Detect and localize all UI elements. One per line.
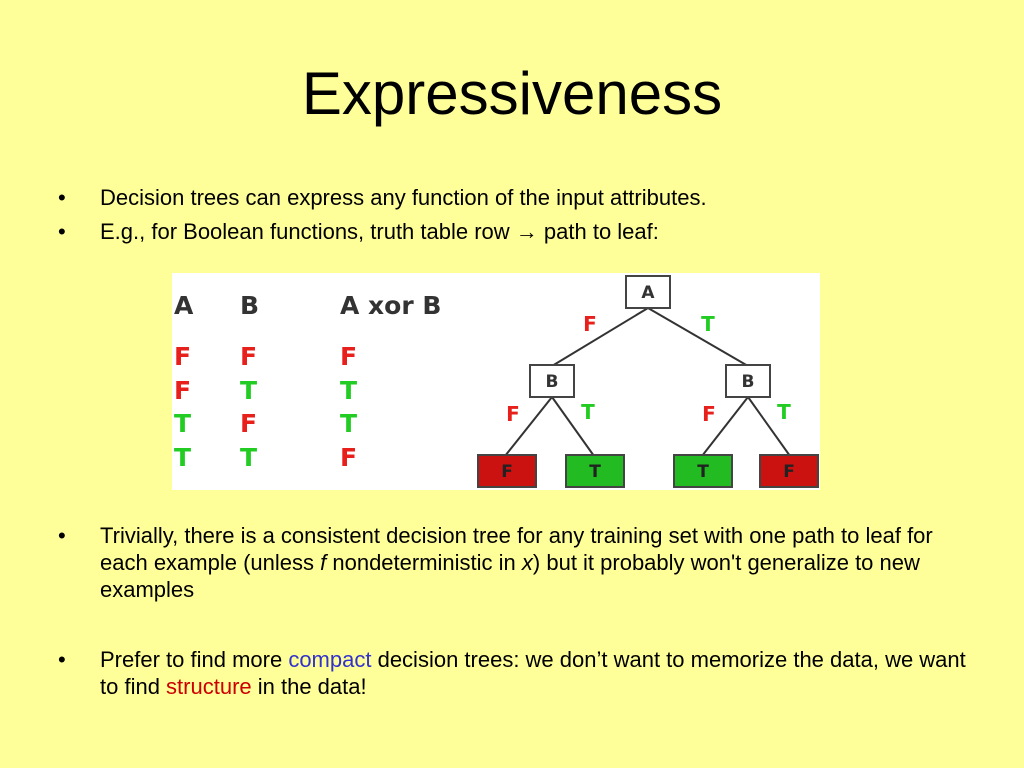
- tree-node-label: B: [742, 372, 755, 392]
- tree-leaf-label: T: [697, 462, 709, 482]
- bullet-1: Decision trees can express any function …: [58, 184, 978, 211]
- table-cell: T: [340, 376, 358, 405]
- table-cell: F: [340, 443, 358, 472]
- tree-node-b-left: [529, 364, 575, 398]
- bullet-list-trivial: Trivially, there is a consistent decisio…: [58, 522, 978, 603]
- bullet-4-compact-word: compact: [288, 647, 372, 672]
- table-cell: T: [240, 443, 258, 472]
- tree-node-b-right: [725, 364, 771, 398]
- table-header-xor: A xor B: [340, 291, 442, 320]
- edge-label-true: T: [701, 312, 715, 336]
- decision-tree: A F T B B F T F T F T T F: [477, 275, 819, 488]
- tree-leaf: [673, 454, 733, 488]
- bullet-4-text-1: Prefer to find more: [100, 647, 289, 672]
- tree-leaf: [759, 454, 819, 488]
- bullet-3-text-2: nondeterministic in: [326, 550, 522, 575]
- bullet-3-var-x: x: [521, 550, 533, 575]
- tree-edge: [504, 396, 553, 457]
- bullet-4-text-2: decision trees: we don’t want to memoriz…: [100, 647, 966, 699]
- table-cell: F: [174, 376, 192, 405]
- bullet-4-text-3: in the data!: [251, 674, 367, 699]
- tree-edge: [647, 307, 749, 367]
- tree-root-label: A: [641, 283, 655, 303]
- truth-table: A B A xor B F F F F T T T F T T T F: [172, 273, 472, 490]
- tree-leaf-label: F: [501, 462, 513, 482]
- xor-figure: A B A xor B F F F F T T T F T T T F A F …: [172, 273, 820, 490]
- table-cell: T: [240, 376, 258, 405]
- table-cell: T: [340, 409, 358, 438]
- tree-edge: [551, 396, 595, 457]
- bullet-list-compact: Prefer to find more compact decision tre…: [58, 646, 978, 700]
- table-cell: F: [340, 342, 358, 371]
- bullet-3-text-1: Trivially, there is a consistent decisio…: [100, 523, 933, 575]
- table-header-b: B: [240, 291, 260, 320]
- bullet-4-structure-word: structure: [166, 674, 252, 699]
- tree-edge: [747, 396, 791, 457]
- edge-label-false: F: [506, 402, 520, 426]
- tree-leaf: [477, 454, 537, 488]
- bullet-4: Prefer to find more compact decision tre…: [58, 646, 978, 700]
- bullet-list-top: Decision trees can express any function …: [58, 184, 978, 252]
- bullet-3-text-3: ) but it probably won't generalize to ne…: [100, 550, 920, 602]
- table-cell: F: [174, 342, 192, 371]
- table-cell: F: [240, 409, 258, 438]
- tree-root-node: [625, 275, 671, 309]
- bullet-3-var-f: f: [320, 550, 327, 575]
- edge-label-true: T: [777, 400, 791, 424]
- tree-leaf: [565, 454, 625, 488]
- edge-label-false: F: [702, 402, 716, 426]
- tree-node-label: B: [546, 372, 559, 392]
- edge-label-true: T: [581, 400, 595, 424]
- tree-edge: [551, 307, 649, 367]
- table-cell: T: [174, 443, 192, 472]
- table-cell: T: [174, 409, 192, 438]
- edge-label-false: F: [583, 312, 597, 336]
- tree-leaf-label: F: [783, 462, 795, 482]
- tree-edge: [701, 396, 749, 457]
- tree-leaf-label: T: [589, 462, 601, 482]
- bullet-3: Trivially, there is a consistent decisio…: [58, 522, 978, 603]
- slide-title: Expressiveness: [301, 60, 723, 127]
- table-header-a: A: [174, 291, 194, 320]
- bullet-2: E.g., for Boolean functions, truth table…: [58, 218, 978, 245]
- table-cell: F: [240, 342, 258, 371]
